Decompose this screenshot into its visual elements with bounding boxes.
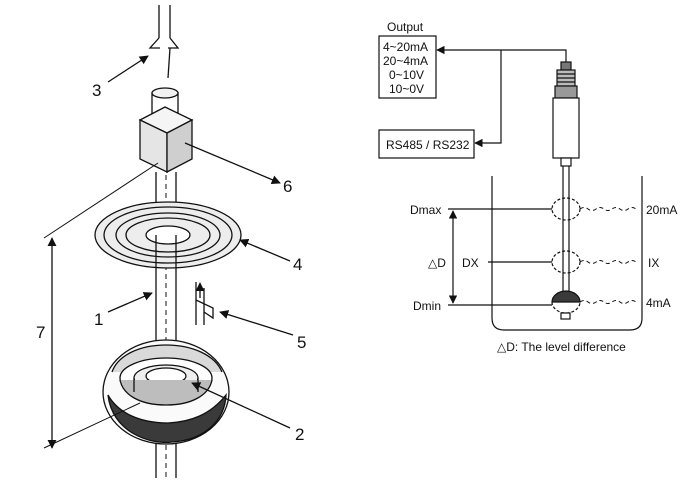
- rs-box: [378, 129, 475, 159]
- reading-bottom: 4mA: [646, 296, 671, 310]
- cable: [148, 5, 180, 79]
- float-top: [551, 197, 581, 221]
- callout-3: 3: [92, 81, 101, 100]
- rs-label: RS485 / RS232: [386, 138, 470, 152]
- right-level-diagram: [378, 35, 643, 331]
- tank: [491, 176, 643, 331]
- output-line-4: 10~0V: [389, 82, 424, 96]
- dmin-label: Dmin: [413, 299, 441, 313]
- leader-1: [107, 292, 153, 313]
- reading-middle: IX: [648, 256, 659, 270]
- dimension-7: [43, 162, 159, 449]
- callout-2: 2: [295, 425, 304, 444]
- callout-6: 6: [283, 177, 292, 196]
- side-pipe: [195, 282, 214, 325]
- callout-7: 7: [36, 323, 45, 342]
- callout-5: 5: [297, 333, 306, 352]
- output-title: Output: [387, 20, 424, 34]
- output-box: [378, 35, 437, 99]
- float-ball: [102, 339, 230, 445]
- mounting-ring: [94, 201, 242, 269]
- caption: △D: The level difference: [497, 340, 626, 354]
- left-exploded-view: [43, 5, 294, 478]
- leader-3: [107, 55, 149, 83]
- leader-5: [219, 310, 294, 336]
- leader-2: [191, 382, 291, 429]
- transmitter: [552, 61, 580, 167]
- callout-4: 4: [293, 255, 302, 274]
- output-wire: [436, 45, 567, 62]
- callout-1: 1: [94, 310, 103, 329]
- float-middle: [551, 250, 581, 274]
- float-bottom: [551, 290, 581, 303]
- dmax-label: Dmax: [410, 203, 441, 217]
- output-line-3: 0~10V: [389, 68, 424, 82]
- output-line-2: 20~4mA: [383, 54, 428, 68]
- delta-d-label: △D: [428, 256, 446, 270]
- leader-4: [239, 238, 291, 262]
- sensor-head: [138, 87, 194, 174]
- leader-6: [184, 142, 281, 185]
- rs-wire: [474, 50, 502, 148]
- dx-label: DX: [462, 256, 479, 270]
- output-line-1: 4~20mA: [383, 40, 428, 54]
- reading-top: 20mA: [646, 203, 677, 217]
